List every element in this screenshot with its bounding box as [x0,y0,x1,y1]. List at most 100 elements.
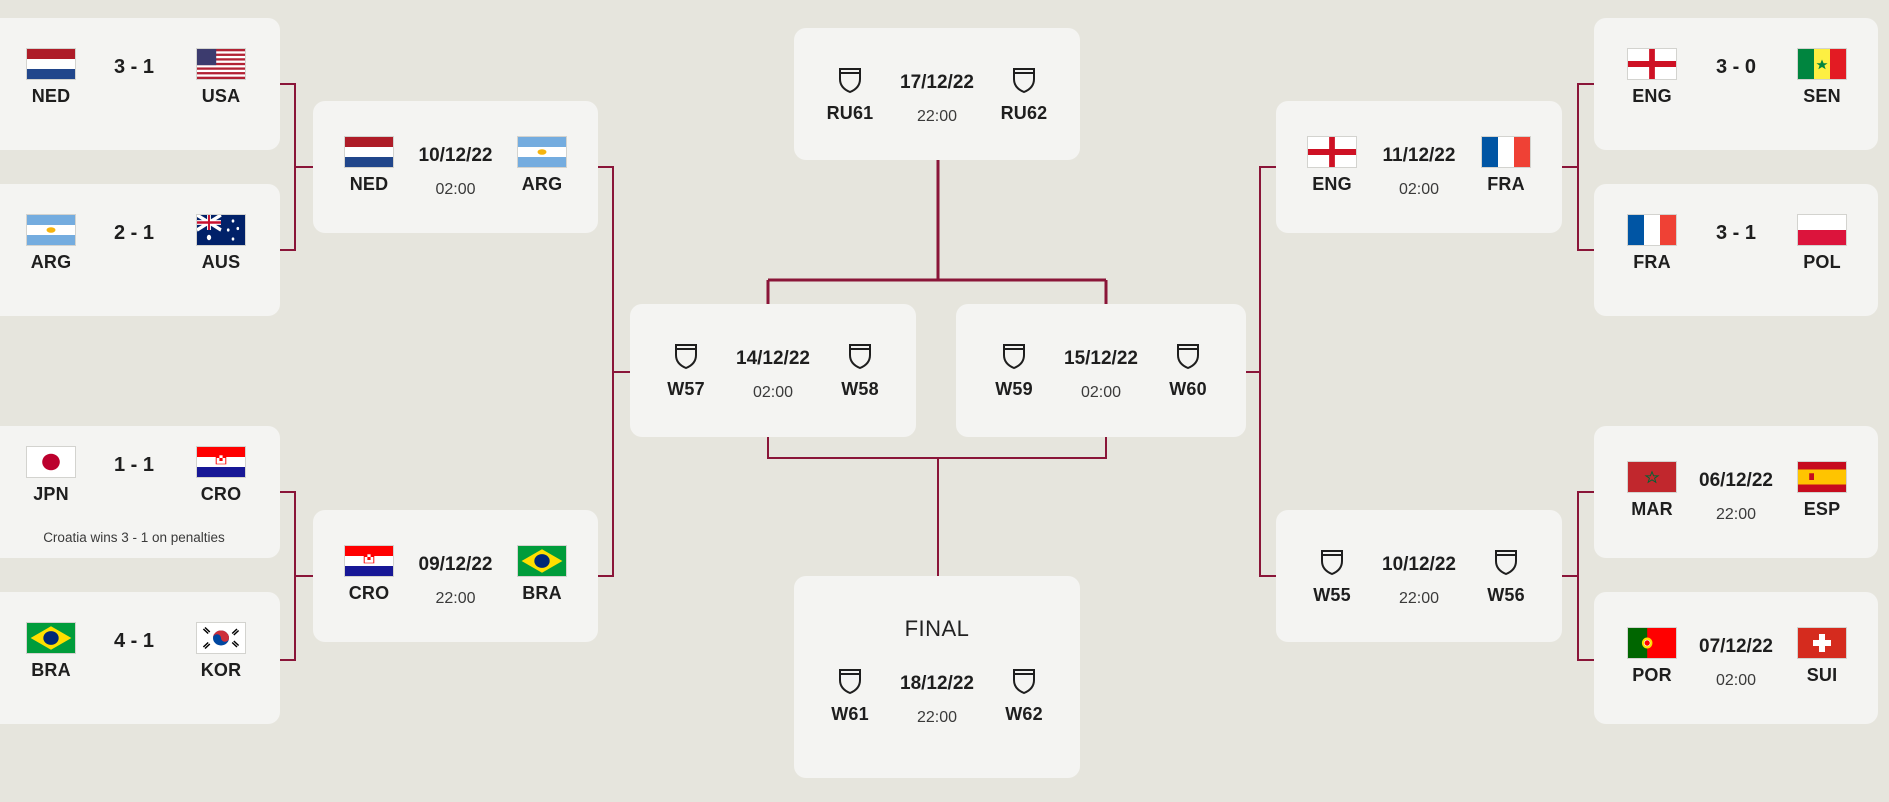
match-date: 10/12/22 [1382,554,1456,575]
away-team: KOR [173,622,269,681]
home-team: MAR [1604,461,1700,520]
flag-france [1481,136,1531,168]
shield-icon [1319,548,1345,576]
team-code: NED [31,86,71,106]
match-date: 10/12/22 [418,145,493,166]
home-team: JPN [3,446,99,505]
shield-icon [1001,342,1027,370]
flag-netherlands [344,136,394,168]
shield-icon [1011,66,1037,94]
team-code: W56 [1487,585,1525,605]
match-date: 14/12/22 [736,348,810,369]
team-code: USA [201,86,241,106]
away-team: SUI [1774,627,1870,686]
shield-icon [837,667,863,695]
connector-line [1562,83,1594,251]
home-team: ARG [3,214,99,273]
flag-japan [26,446,76,478]
home-team: CRO [321,545,417,604]
flag-switzerland [1797,627,1847,659]
match-card-left-r16-4[interactable]: BRA 4 - 1 KOR [0,592,280,724]
team-code: BRA [31,660,71,680]
connector-line [766,160,1108,304]
match-date: 17/12/22 [900,72,974,93]
match-card-left-r16-2[interactable]: ARG 2 - 1 AUS [0,184,280,316]
connector-line [1562,491,1594,661]
shield-icon [1011,667,1037,695]
team-code: ARG [30,252,72,272]
flag-spain [1797,461,1847,493]
match-time: 02:00 [1715,672,1757,689]
home-team: NED [321,136,417,195]
flag-brazil [517,545,567,577]
team-code: ENG [1632,86,1672,106]
match-card-right-r16-2[interactable]: FRA 3 - 1 POL [1594,184,1878,316]
away-team: W56 [1458,544,1554,606]
penalty-note: Croatia wins 3 - 1 on penalties [43,530,225,545]
match-date: 11/12/22 [1382,145,1456,166]
match-card-right-r16-4[interactable]: POR 07/12/22 02:00 SUI [1594,592,1878,724]
match-date: 06/12/22 [1699,470,1773,491]
home-team: W61 [802,663,898,725]
team-code: W60 [1169,379,1207,399]
team-code: W57 [667,379,705,399]
flag-argentina [517,136,567,168]
flag-senegal [1797,48,1847,80]
match-time: 22:00 [1715,506,1757,523]
team-code: ESP [1803,499,1841,519]
match-date: 07/12/22 [1699,636,1773,657]
match-card-left-qf-2[interactable]: CRO 09/12/22 22:00 BRA [313,510,598,642]
match-card-third-place[interactable]: RU61 17/12/22 22:00 RU62 [794,28,1080,160]
match-card-right-qf-1[interactable]: ENG 11/12/22 02:00 FRA [1276,101,1562,233]
match-card-semi-2[interactable]: W59 15/12/22 02:00 W60 [956,304,1246,437]
home-team: W55 [1284,544,1380,606]
shield-icon [837,66,863,94]
match-time: 02:00 [752,384,794,401]
flag-south-korea [196,622,246,654]
match-score: 3 - 1 [113,56,155,78]
flag-croatia [196,446,246,478]
connector-line [280,83,313,251]
away-team: W60 [1140,338,1236,400]
team-code: W61 [831,704,869,724]
match-card-semi-1[interactable]: W57 14/12/22 02:00 W58 [630,304,916,437]
flag-usa [196,48,246,80]
match-card-left-r16-3[interactable]: JPN 1 - 1 CRO Croatia wins 3 - 1 on pena… [0,426,280,558]
final-label: FINAL [904,616,970,641]
away-team: RU62 [976,62,1072,124]
flag-netherlands [26,48,76,80]
away-team: ESP [1774,461,1870,520]
shield-icon [1175,342,1201,370]
match-card-final[interactable]: FINAL W61 18/12/22 22:00 W62 [794,576,1080,778]
match-card-left-r16-1[interactable]: NED 3 - 1 USA [0,18,280,150]
flag-argentina [26,214,76,246]
away-team: W62 [976,663,1072,725]
team-code: POR [1632,665,1672,685]
team-code: FRA [1487,174,1525,194]
away-team: USA [173,48,269,107]
shield-icon [1493,548,1519,576]
connector-line [280,491,313,661]
away-team: ARG [494,136,590,195]
match-card-right-r16-3[interactable]: MAR 06/12/22 22:00 ESP [1594,426,1878,558]
home-team: FRA [1604,214,1700,273]
away-team: BRA [494,545,590,604]
flag-croatia [344,545,394,577]
away-team: AUS [173,214,269,273]
team-code: CRO [348,583,390,603]
home-team: ENG [1604,48,1700,107]
team-code: ARG [521,174,563,194]
match-card-right-qf-2[interactable]: W55 10/12/22 22:00 W56 [1276,510,1562,642]
flag-portugal [1627,627,1677,659]
match-card-right-r16-1[interactable]: ENG 3 - 0 SEN [1594,18,1878,150]
home-team: RU61 [802,62,898,124]
shield-icon [673,342,699,370]
team-code: BRA [522,583,562,603]
match-time: 22:00 [916,709,958,726]
team-code: W62 [1005,704,1043,724]
team-code: AUS [201,252,241,272]
away-team: SEN [1774,48,1870,107]
match-card-left-qf-1[interactable]: NED 10/12/22 02:00 ARG [313,101,598,233]
shield-icon [847,342,873,370]
flag-brazil [26,622,76,654]
